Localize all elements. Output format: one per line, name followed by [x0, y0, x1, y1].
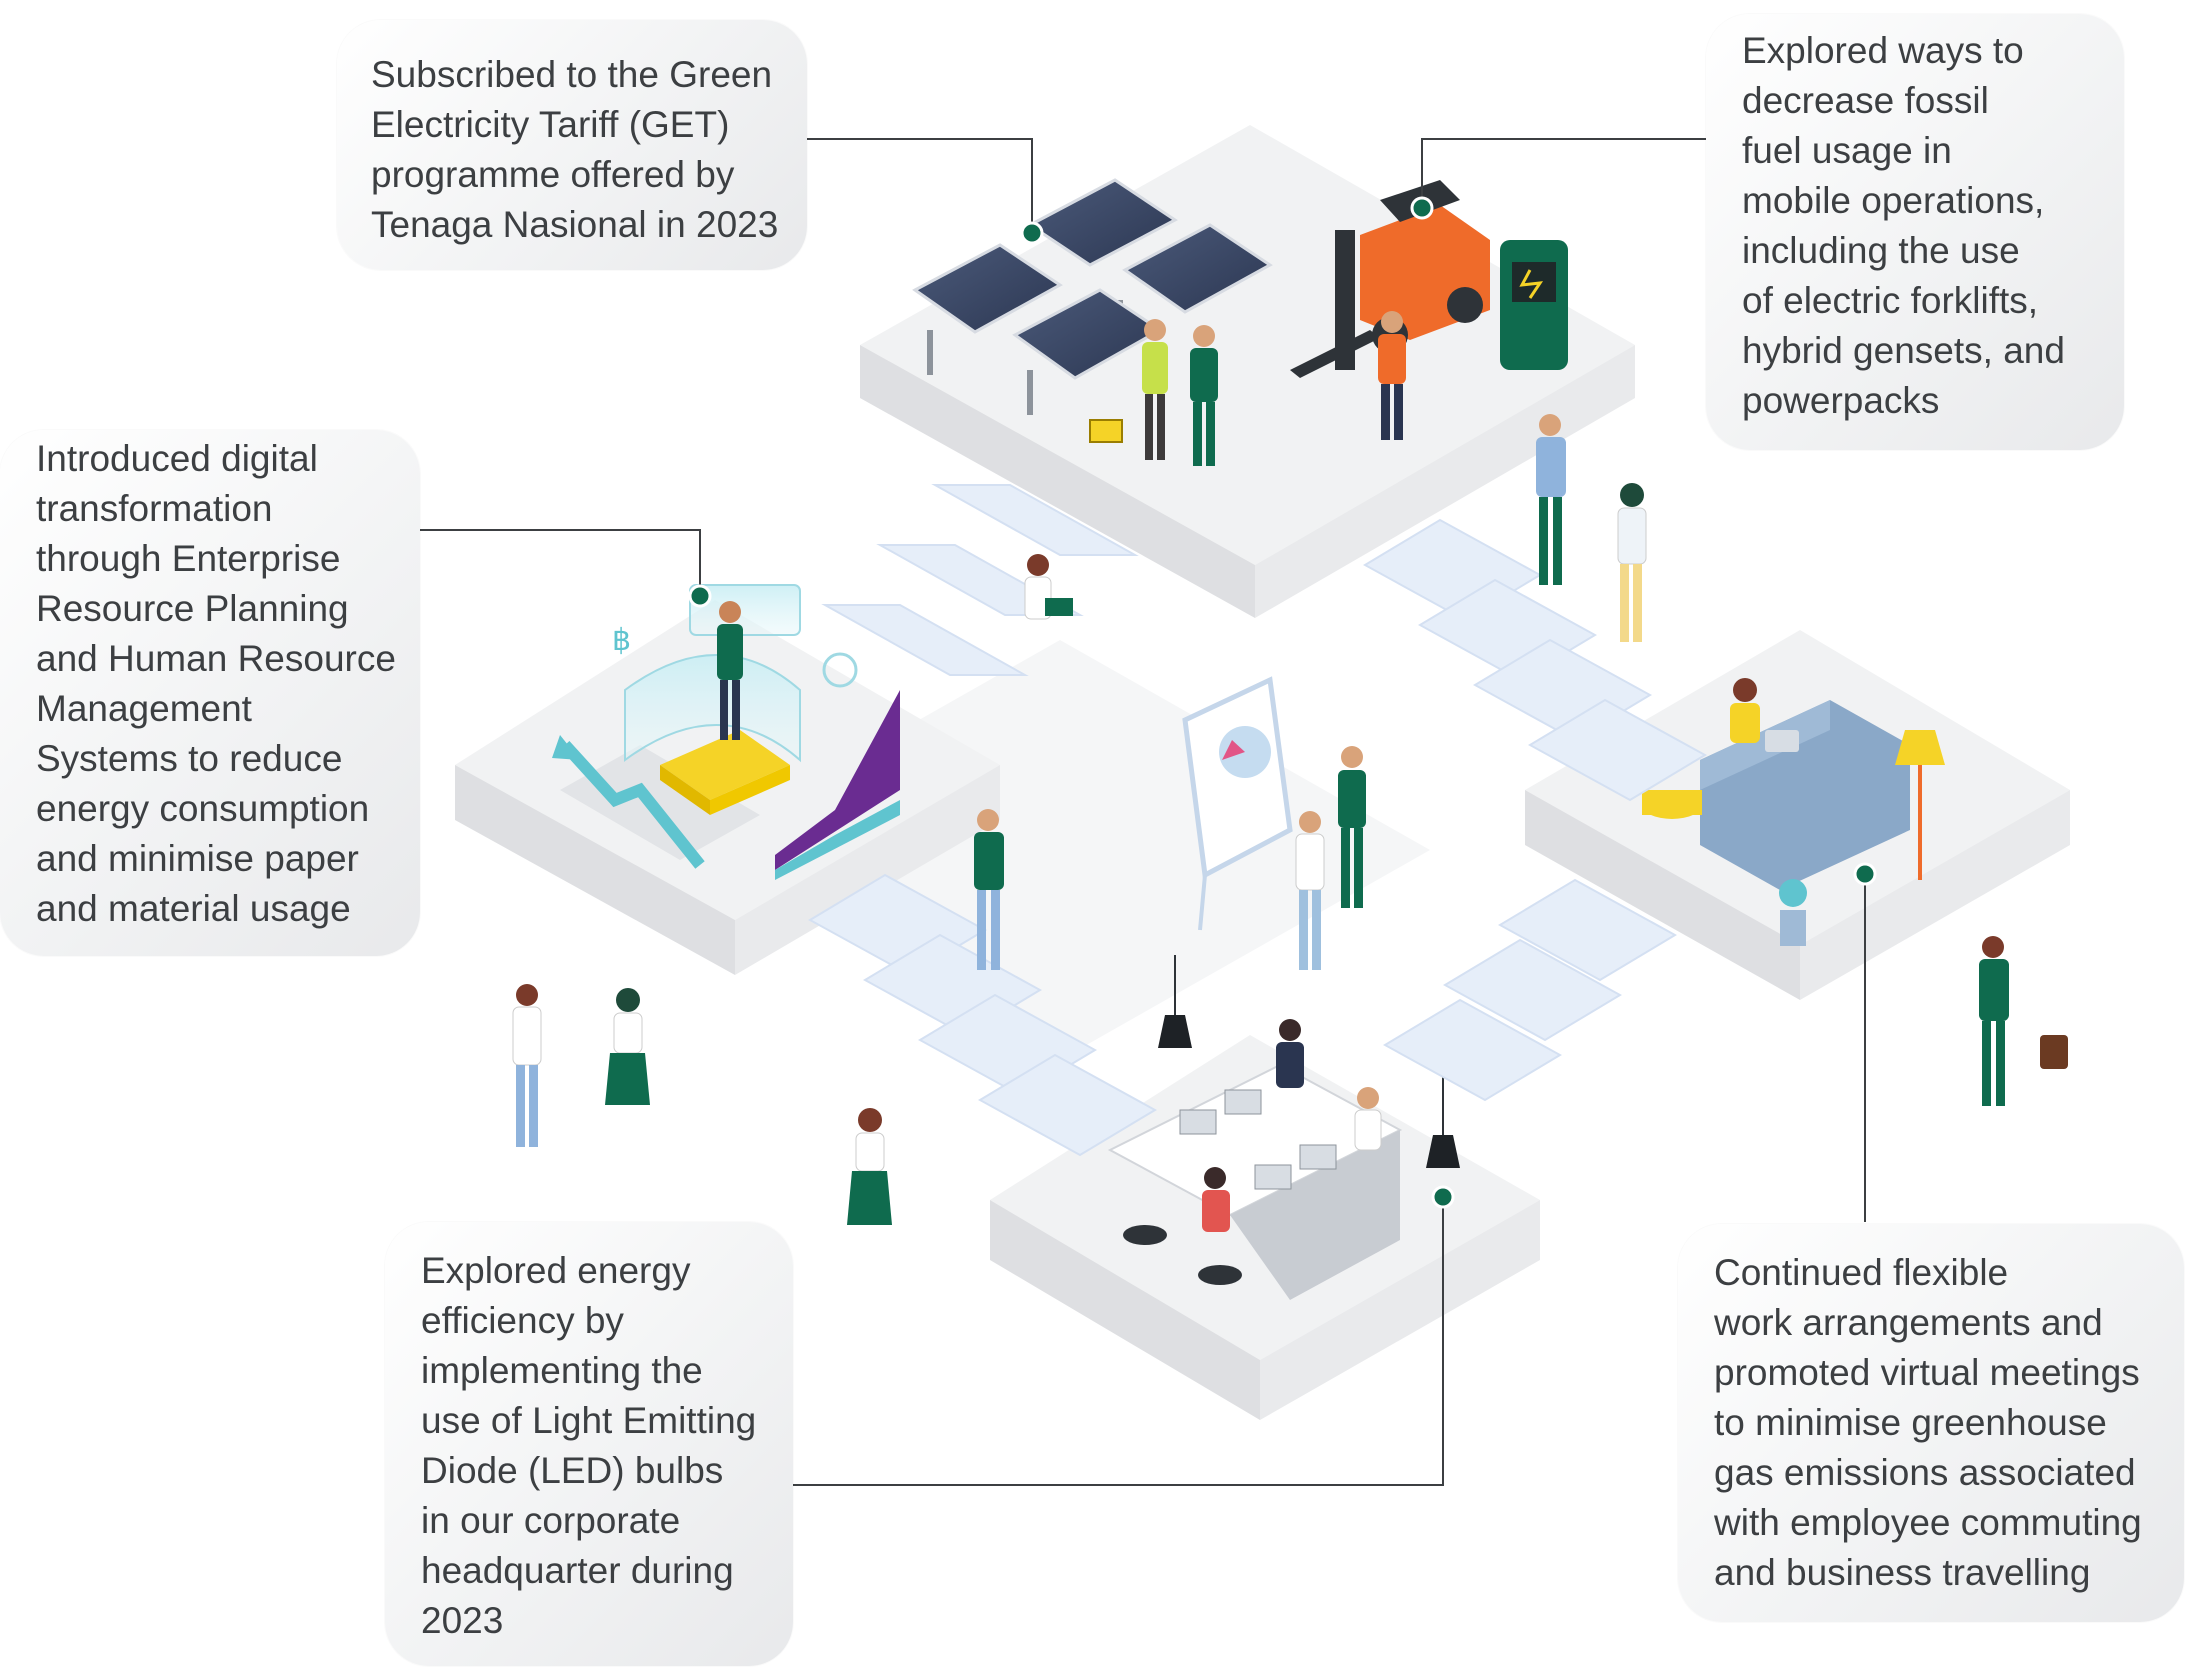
presentation-board-illustration	[1182, 676, 1366, 970]
staircase-steps	[807, 484, 1708, 1157]
electric-forklift-illustration	[1290, 180, 1568, 440]
callout-text: Introduced digital transformation throug…	[36, 438, 396, 929]
svg-text:฿: ฿	[612, 623, 631, 658]
digital-transformation-illustration: ฿	[552, 584, 900, 880]
callout-text: Explored energy efficiency by implementi…	[421, 1250, 757, 1641]
callout-text: Continued flexible work arrangements and…	[1714, 1252, 2142, 1593]
callout-led-efficiency: Explored energy efficiency by implementi…	[385, 1222, 793, 1666]
people-illustrations	[512, 414, 2068, 1225]
callout-digital-transformation: Introduced digital transformation throug…	[0, 430, 420, 956]
callout-fossil-fuel: Explored ways to decrease fossil fuel us…	[1706, 14, 2124, 450]
callout-text: Subscribed to the Green Electricity Tari…	[371, 54, 779, 245]
lounge-sofa-illustration	[1642, 678, 1945, 946]
leader-dots	[688, 196, 1877, 1209]
leader-lines	[420, 138, 1866, 1486]
callout-text: Explored ways to decrease fossil fuel us…	[1742, 30, 2065, 421]
pendant-lamp-right	[1426, 1075, 1460, 1168]
solar-panels-illustration	[912, 178, 1273, 443]
callout-green-electricity-tariff: Subscribed to the Green Electricity Tari…	[337, 20, 807, 270]
platform-energy	[860, 125, 1635, 618]
callout-flexible-work: Continued flexible work arrangements and…	[1678, 1224, 2184, 1622]
pendant-lamp-left	[1158, 955, 1192, 1048]
office-desk-illustration	[1107, 1019, 1403, 1300]
workers-illustration	[1142, 319, 1218, 466]
